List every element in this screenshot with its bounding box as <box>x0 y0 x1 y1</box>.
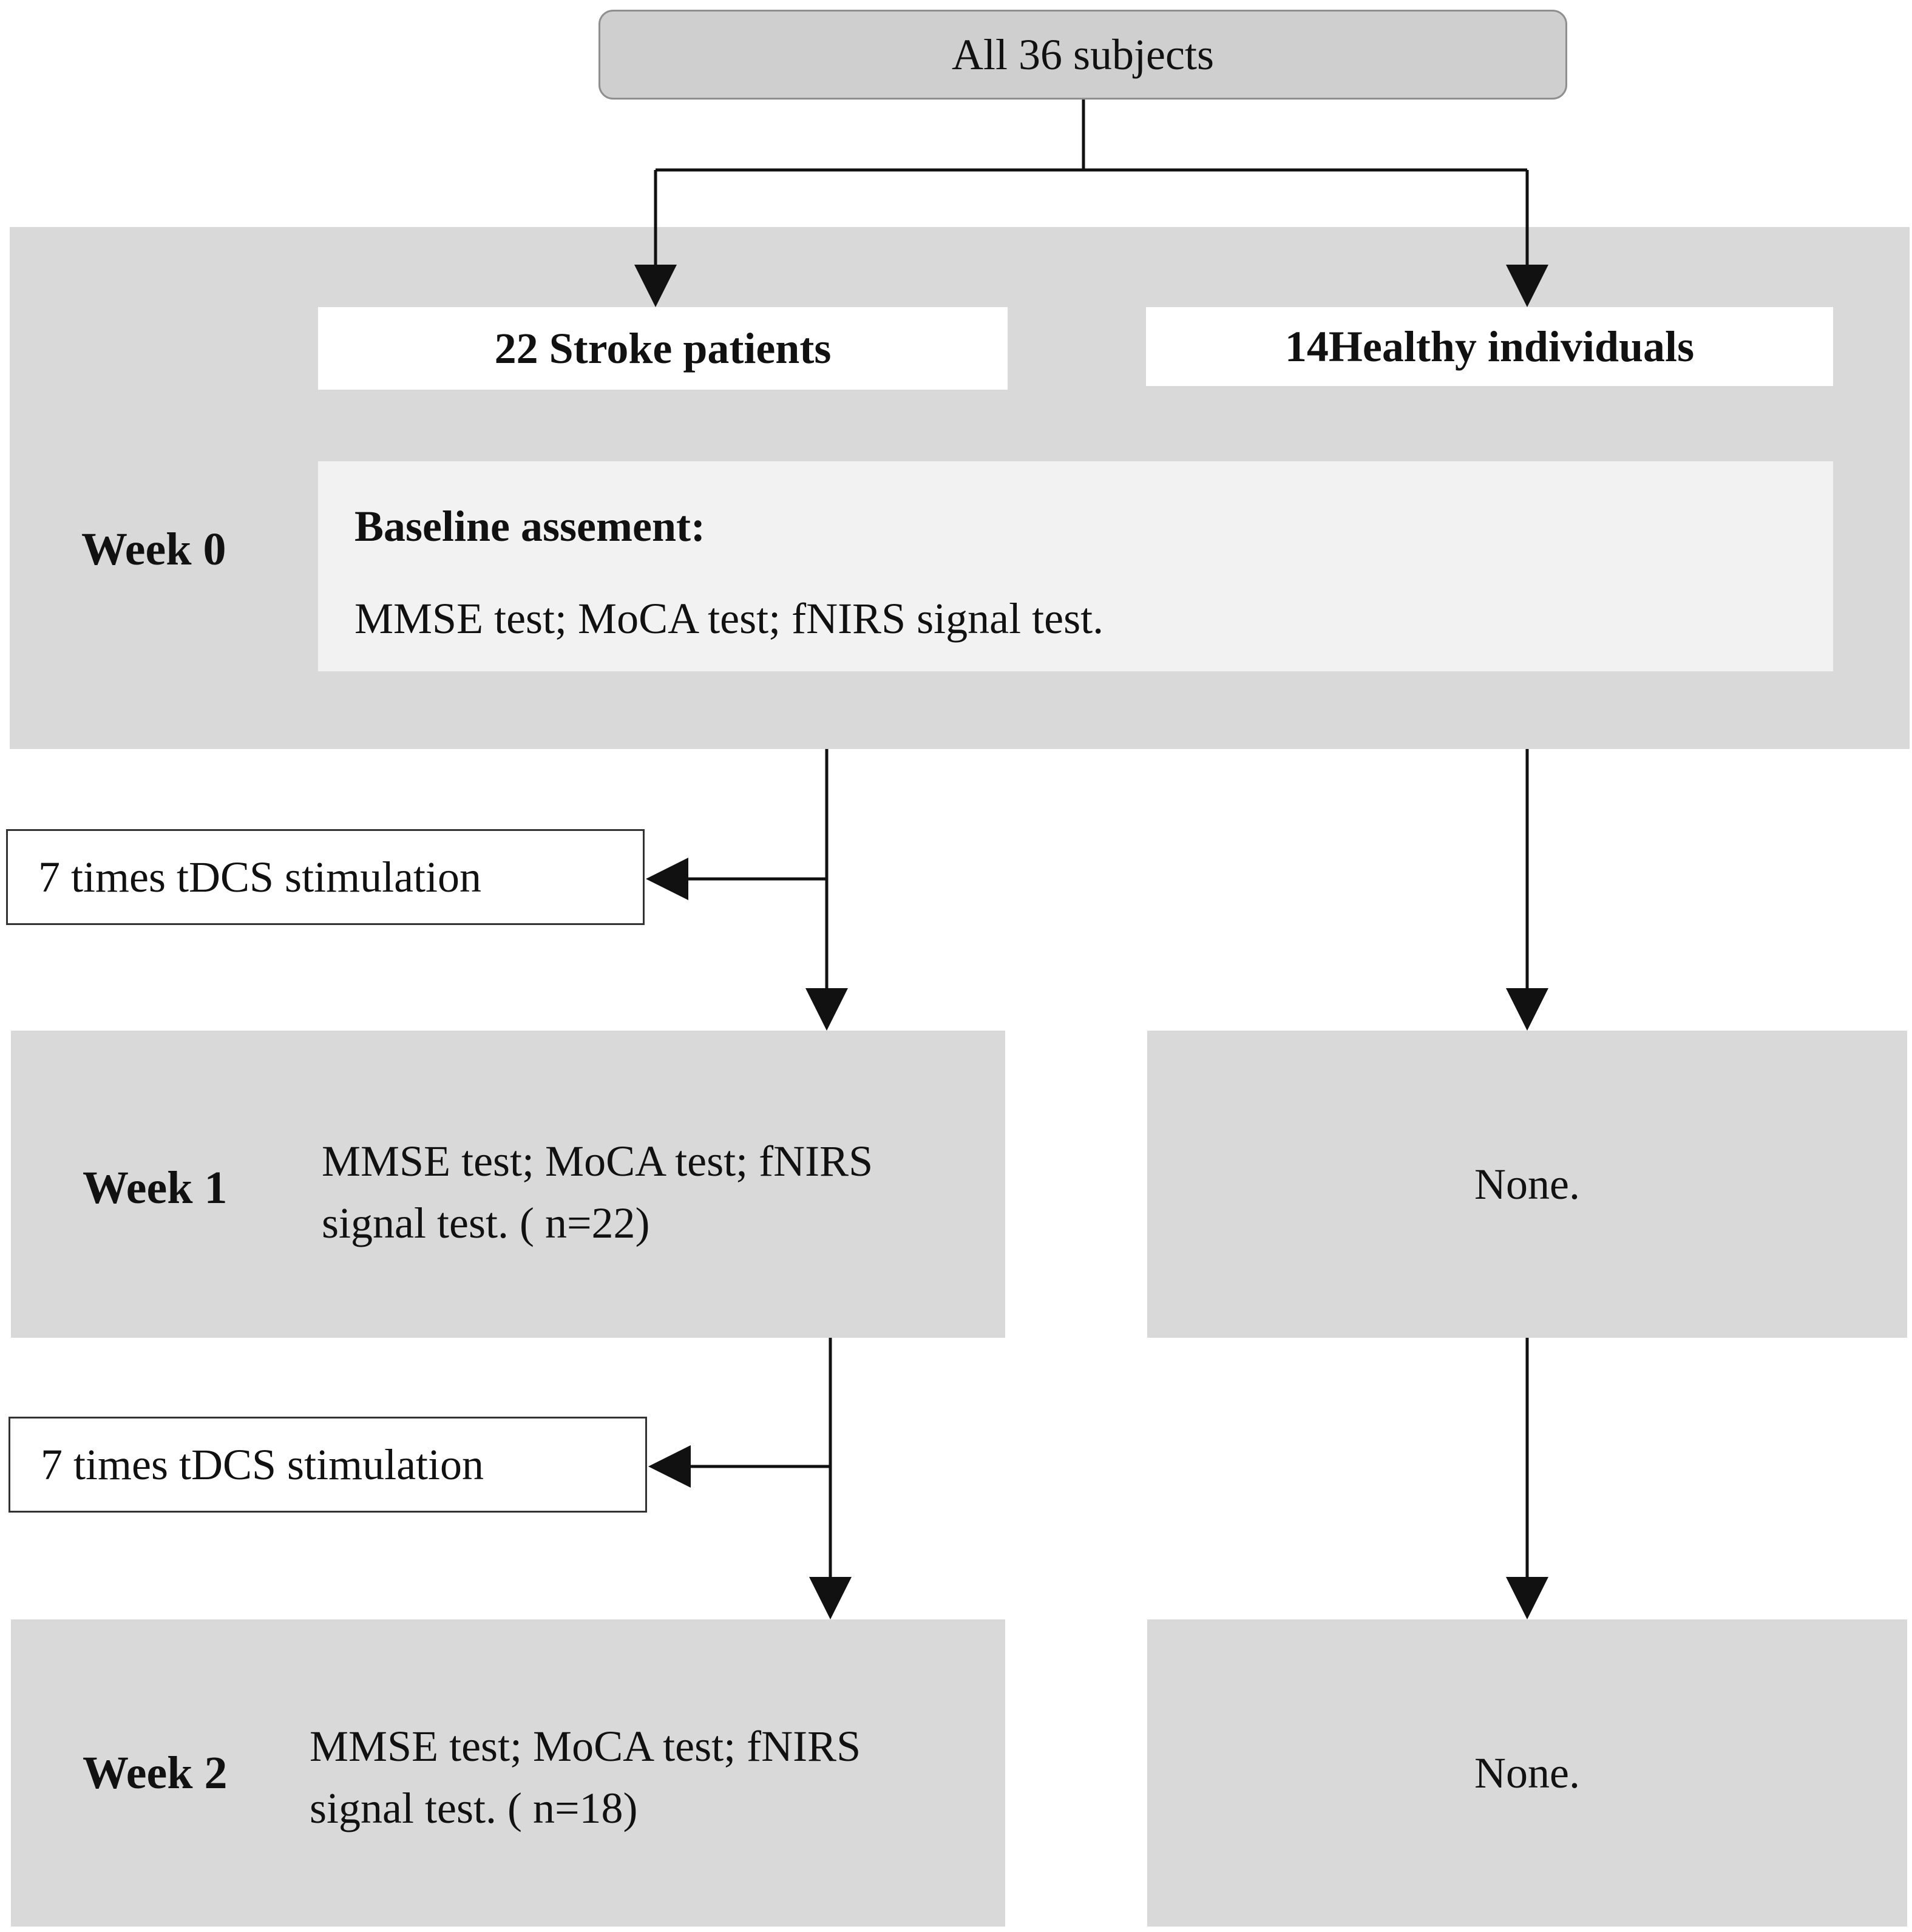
week2-stroke-tests-line1: MMSE test; MoCA test; fNIRS <box>310 1722 861 1771</box>
week1-label: Week 1 <box>83 1162 228 1213</box>
week2-healthy-none: None. <box>1474 1748 1580 1797</box>
week1-stroke-panel: Week 1 MMSE test; MoCA test; fNIRS signa… <box>11 1031 1005 1338</box>
healthy-group-box: 14Healthy individuals <box>1146 307 1833 386</box>
baseline-assessment-box: Baseline assement: MMSE test; MoCA test;… <box>318 461 1833 671</box>
week1-stroke-tests-line2: signal test. ( n=22) <box>322 1199 650 1247</box>
week1-healthy-none: None. <box>1474 1159 1580 1208</box>
stroke-group-box: 22 Stroke patients <box>318 307 1008 390</box>
week2-stroke-tests: MMSE test; MoCA test; fNIRS signal test.… <box>310 1715 861 1839</box>
all-subjects-label: All 36 subjects <box>952 30 1214 79</box>
week1-stroke-tests-line1: MMSE test; MoCA test; fNIRS <box>322 1137 873 1185</box>
stimulation-box-1: 7 times tDCS stimulation <box>6 829 645 925</box>
all-subjects-box: All 36 subjects <box>598 10 1567 100</box>
baseline-title: Baseline assement: <box>354 502 705 551</box>
week0-label: Week 0 <box>81 524 226 575</box>
week1-healthy-panel: None. <box>1147 1031 1907 1338</box>
stroke-group-label: 22 Stroke patients <box>494 324 832 373</box>
week2-stroke-panel: Week 2 MMSE test; MoCA test; fNIRS signa… <box>11 1619 1005 1927</box>
week2-healthy-panel: None. <box>1147 1619 1907 1927</box>
stimulation-label-2: 7 times tDCS stimulation <box>41 1440 484 1489</box>
stimulation-label-1: 7 times tDCS stimulation <box>38 852 482 901</box>
week2-label: Week 2 <box>83 1747 228 1798</box>
week1-stroke-tests: MMSE test; MoCA test; fNIRS signal test.… <box>322 1130 873 1254</box>
healthy-group-label: 14Healthy individuals <box>1284 322 1695 371</box>
baseline-tests: MMSE test; MoCA test; fNIRS signal test. <box>354 594 1104 643</box>
week2-stroke-tests-line2: signal test. ( n=18) <box>310 1784 638 1832</box>
stimulation-box-2: 7 times tDCS stimulation <box>8 1417 647 1513</box>
